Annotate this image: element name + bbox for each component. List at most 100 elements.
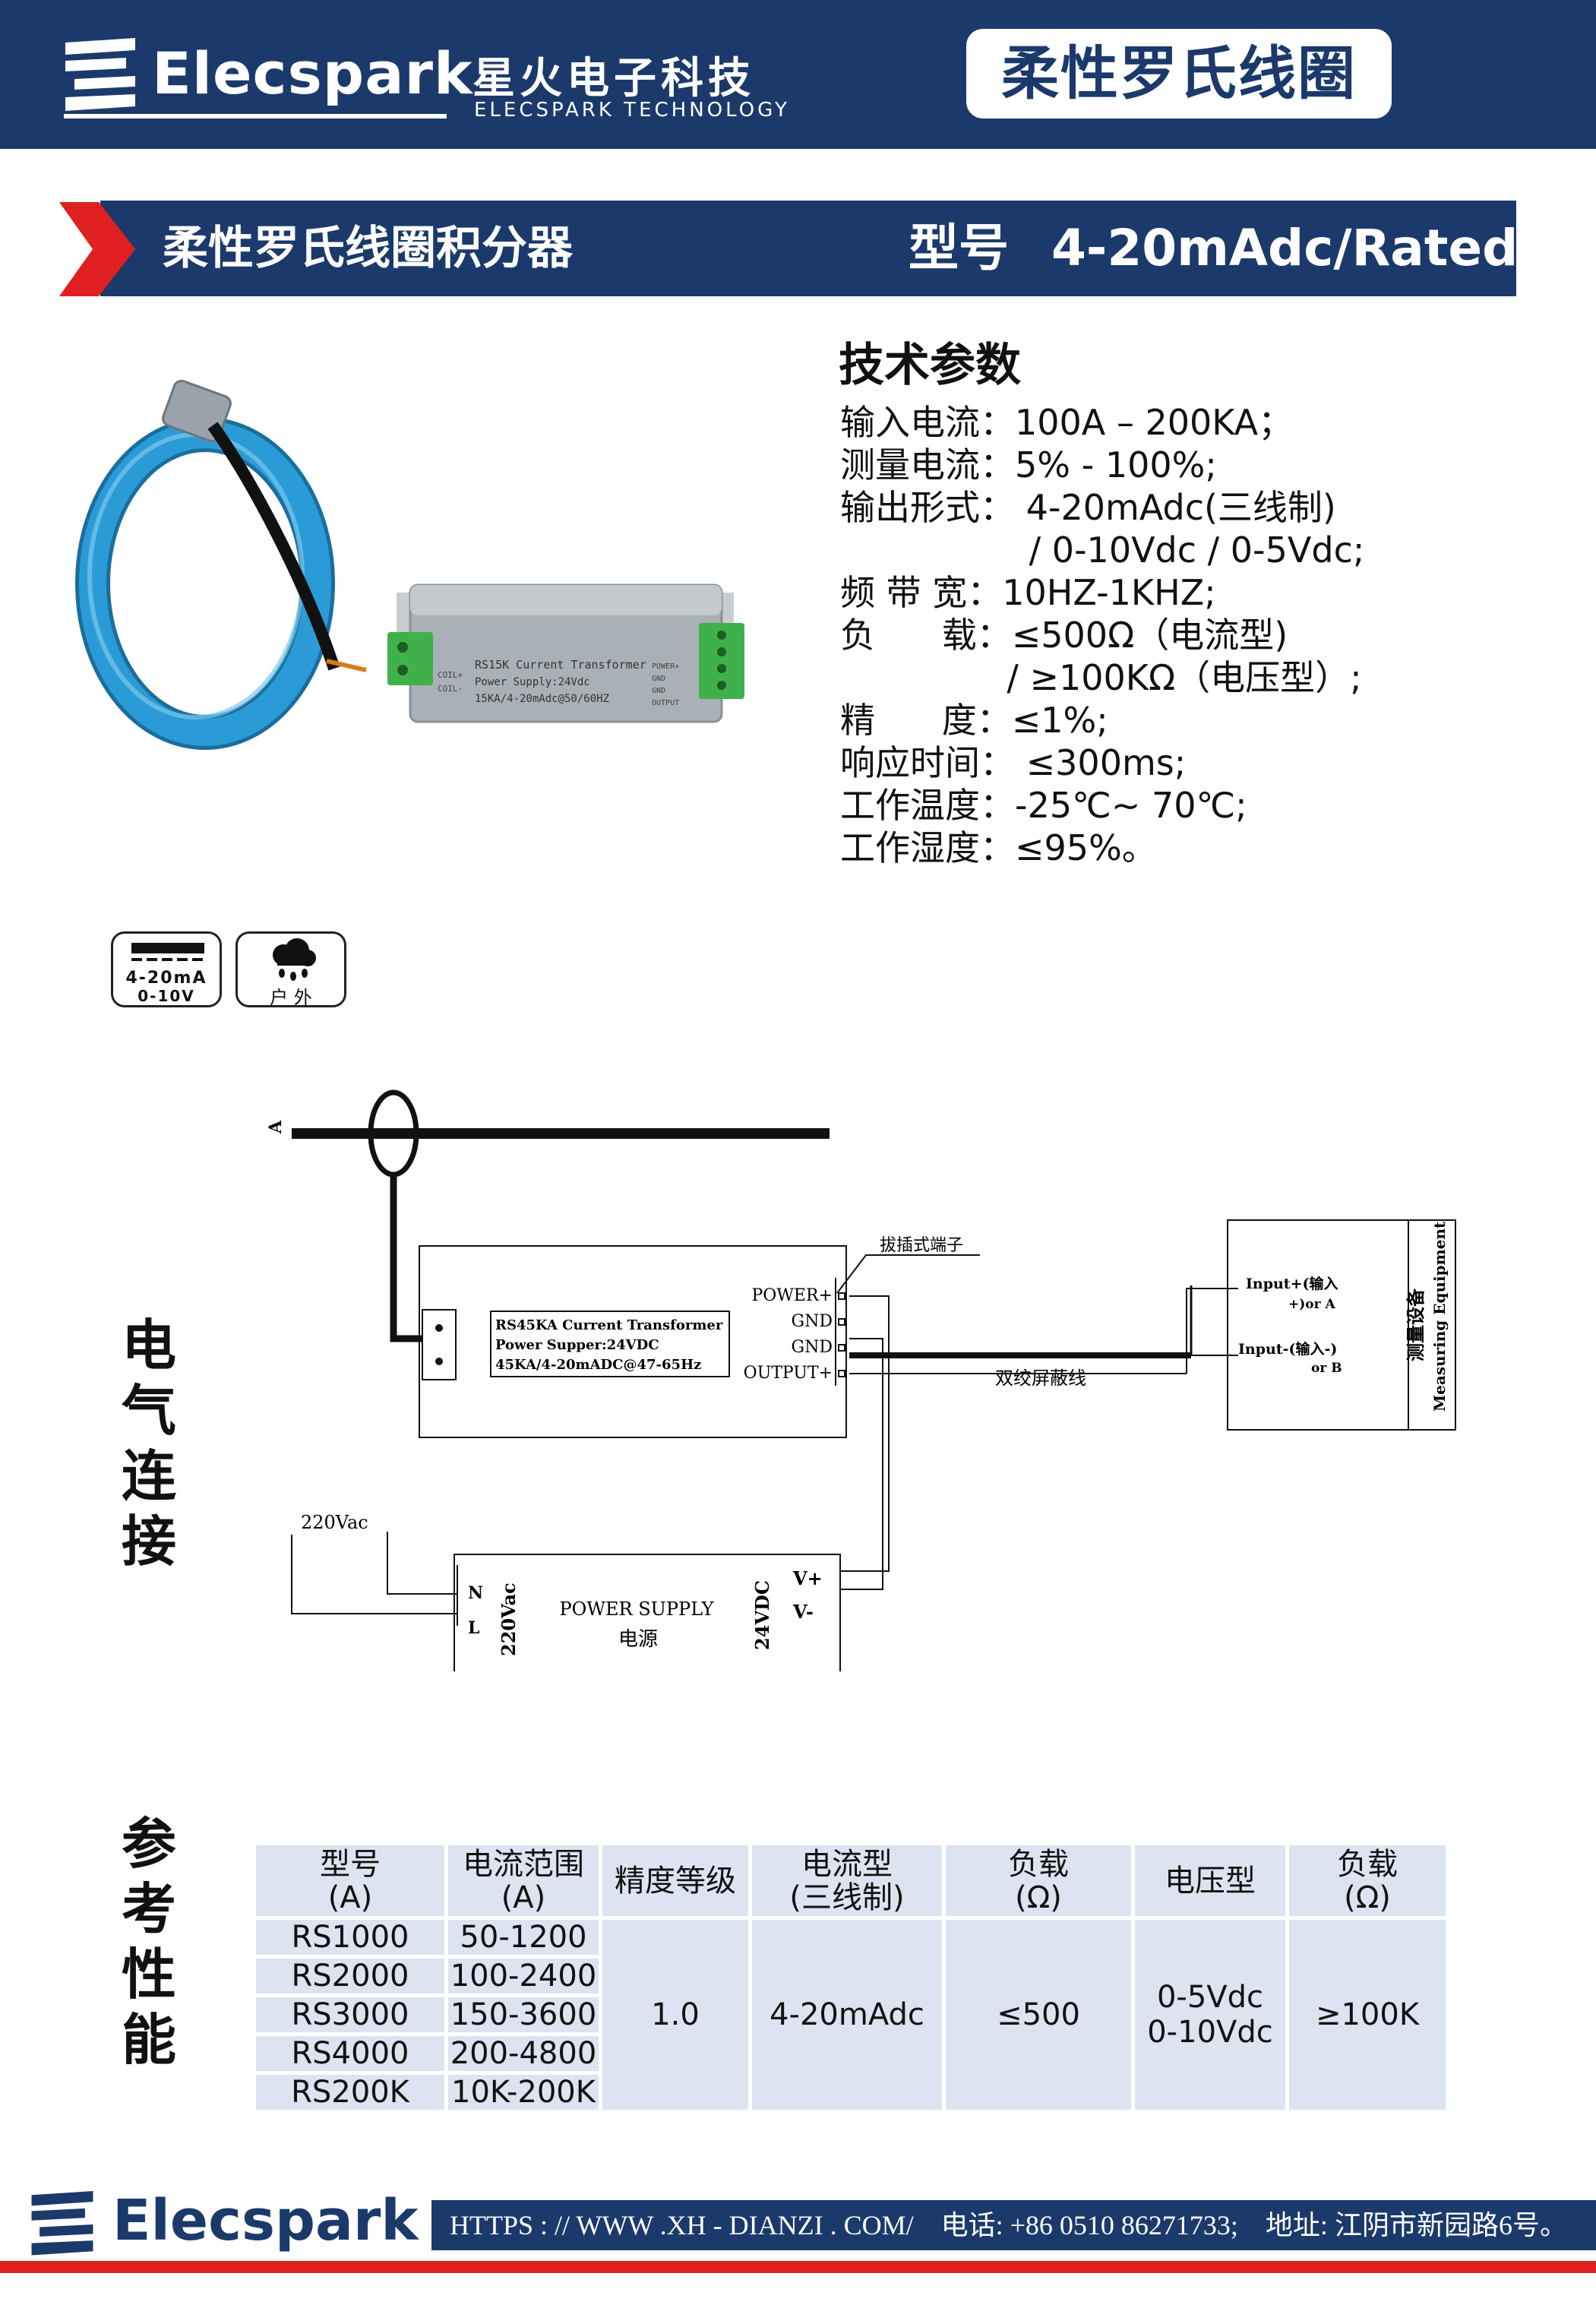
th-range: 电流范围(A) bbox=[444, 1842, 602, 1920]
product-label-line1: RS15K Current Transformer bbox=[475, 658, 646, 672]
rain-cloud-icon bbox=[273, 938, 316, 981]
cell-model: RS1000 bbox=[252, 1916, 448, 1959]
ct-output-plus: OUTPUT+ bbox=[744, 1364, 833, 1383]
signal-badge-line2: 0-10V bbox=[137, 987, 195, 1005]
equip-input-plus: Input+(输入 bbox=[1246, 1275, 1338, 1292]
product-gnd-2: GND bbox=[652, 687, 665, 695]
psu-title: POWER SUPPLY bbox=[560, 1598, 715, 1620]
product-name: 柔性罗氏线圈积分器 bbox=[163, 222, 573, 275]
table-row: RS4000 200-4800 bbox=[252, 2032, 1448, 2075]
cell-current-output: 4-20mAdc bbox=[748, 1916, 946, 2114]
ct-gnd-1: GND bbox=[792, 1312, 833, 1331]
shielded-cable-label: 双绞屏蔽线 bbox=[995, 1368, 1086, 1389]
wiring-diagram: A 拔插式端子 RS45KA Current Transformer Power… bbox=[266, 1089, 1456, 1671]
product-coil-plus: COIL+ bbox=[438, 670, 463, 680]
cell-range: 100-2400 bbox=[444, 1955, 602, 1997]
signal-badge: 4-20mA 0-10V bbox=[111, 931, 222, 1007]
spec-load: 负 载：≤500Ω（电流型) bbox=[840, 615, 1288, 656]
product-coil-minus: COIL- bbox=[438, 684, 463, 694]
th-accuracy: 精度等级 bbox=[599, 1842, 752, 1920]
performance-table: 型号(A) 电流范围(A) 精度等级 电流型(三线制) 负载(Ω) 电压型 负载… bbox=[252, 1842, 1449, 2114]
spec-output-form-2: / 0-10Vdc / 0-5Vdc; bbox=[840, 530, 1365, 571]
header-title: 柔性罗氏线圈 bbox=[1001, 40, 1357, 107]
footer-contact[interactable]: HTTPS : // WWW .XH - DIANZI . COM/ 电话: +… bbox=[450, 2210, 1567, 2240]
brand-name-cn: 星火电子科技 bbox=[472, 54, 755, 103]
footer-accent-line bbox=[0, 2261, 1596, 2273]
brand-name: Elecspark bbox=[152, 40, 473, 107]
brand-underline bbox=[64, 114, 447, 119]
th-model: 型号(A) bbox=[252, 1842, 448, 1920]
cell-range: 10K-200K bbox=[444, 2071, 602, 2114]
cell-range: 200-4800 bbox=[444, 2032, 602, 2075]
terminal-note: 拔插式端子 bbox=[880, 1236, 963, 1255]
equip-name-en: Measuring Equipment bbox=[1430, 1221, 1449, 1412]
product-power-plus: POWER+ bbox=[652, 662, 679, 671]
cell-accuracy: 1.0 bbox=[599, 1916, 752, 2114]
spec-measure-current: 测量电流：5% - 100%; bbox=[840, 444, 1217, 485]
product-photo: RS15K Current Transformer Power Supply:2… bbox=[75, 379, 744, 750]
header-title-box bbox=[966, 29, 1392, 119]
footer-logo-icon bbox=[31, 2191, 93, 2256]
section-banner bbox=[100, 201, 1516, 296]
spec-humidity: 工作湿度：≤95%。 bbox=[840, 827, 1157, 868]
model-label: 型号 bbox=[909, 219, 1009, 277]
ct-gnd-2: GND bbox=[792, 1338, 833, 1357]
equip-name-cn: 测量设备 bbox=[1405, 1288, 1427, 1361]
model-value: 4-20mAdc/Rated bbox=[1051, 219, 1519, 277]
cell-range: 50-1200 bbox=[444, 1916, 602, 1959]
ct-power-plus: POWER+ bbox=[751, 1286, 833, 1305]
table-header-row: 型号(A) 电流范围(A) 精度等级 电流型(三线制) 负载(Ω) 电压型 负载… bbox=[252, 1842, 1449, 1920]
product-label-line3: 15KA/4-20mAdc@50/60HZ bbox=[475, 693, 609, 705]
th-current-output: 电流型(三线制) bbox=[748, 1842, 946, 1920]
cell-model: RS2000 bbox=[252, 1955, 448, 1997]
table-row: RS2000 100-2400 bbox=[252, 1955, 1448, 1997]
psu-title-cn: 电源 bbox=[618, 1628, 658, 1651]
model-heading: 型号 4-20mAdc/Rated bbox=[909, 201, 1518, 296]
product-gnd-1: GND bbox=[652, 675, 665, 683]
elecspark-logo-icon bbox=[65, 38, 135, 111]
outdoor-badge-label: 户 外 bbox=[270, 987, 312, 1008]
th-current-load: 负载(Ω) bbox=[942, 1842, 1135, 1920]
brand-name-en: ELECSPARK TECHNOLOGY bbox=[474, 99, 790, 122]
cell-model: RS4000 bbox=[252, 2032, 448, 2075]
product-output: OUTPUT bbox=[652, 699, 679, 707]
specs-title: 技术参数 bbox=[839, 339, 1021, 392]
equip-input-minus-2: or B bbox=[1311, 1361, 1342, 1376]
spec-temperature: 工作温度：-25℃~ 70℃; bbox=[840, 785, 1247, 826]
ct-label-line2: Power Supper:24VDC bbox=[495, 1337, 659, 1353]
psu-output-voltage: 24VDC bbox=[751, 1580, 773, 1650]
outdoor-badge: 户 外 bbox=[235, 931, 346, 1008]
phase-label: A bbox=[266, 1120, 286, 1134]
th-voltage-output: 电压型 bbox=[1131, 1842, 1289, 1920]
psu-l-label: L bbox=[468, 1618, 479, 1638]
spec-output-form: 输出形式： 4-20mAdc(三线制) bbox=[840, 487, 1336, 528]
spec-load-2: / ≥100KΩ（电压型）; bbox=[840, 657, 1362, 698]
table-row: RS3000 150-3600 bbox=[252, 1994, 1448, 2036]
ac-input-label: 220Vac bbox=[301, 1512, 368, 1533]
cell-range: 150-3600 bbox=[444, 1994, 602, 2036]
cell-model: RS200K bbox=[252, 2071, 448, 2114]
signal-icon bbox=[131, 943, 204, 961]
spec-accuracy: 精 度：≤1%; bbox=[840, 700, 1108, 741]
psu-v-plus: V+ bbox=[792, 1567, 823, 1589]
psu-n-label: N bbox=[468, 1583, 483, 1603]
footer-brand: Elecspark bbox=[112, 2188, 419, 2253]
signal-badge-line1: 4-20mA bbox=[125, 969, 207, 988]
ct-label-line1: RS45KA Current Transformer bbox=[495, 1317, 723, 1333]
cell-model: RS3000 bbox=[252, 1994, 448, 2036]
cell-current-load: ≤500 bbox=[942, 1916, 1135, 2114]
spec-response-time: 响应时间： ≤300ms; bbox=[840, 742, 1187, 783]
wiring-heading: 电气连接 bbox=[121, 1314, 176, 1573]
psu-input-voltage: 220Vac bbox=[498, 1583, 520, 1656]
chevron-right-icon bbox=[59, 202, 135, 296]
equip-input-plus-2: +)or A bbox=[1288, 1297, 1336, 1312]
spec-bandwidth: 频 带 宽：10HZ-1KHZ; bbox=[840, 572, 1216, 613]
product-label-line2: Power Supply:24Vdc bbox=[475, 676, 590, 688]
footer-bar bbox=[431, 2200, 1596, 2250]
spec-input-current: 输入电流：100A – 200KA； bbox=[840, 402, 1294, 443]
equip-input-minus: Input-(输入-) bbox=[1238, 1340, 1337, 1358]
cell-voltage-load: ≥100K bbox=[1285, 1916, 1449, 2114]
table-row: RS200K 10K-200K bbox=[252, 2071, 1448, 2114]
